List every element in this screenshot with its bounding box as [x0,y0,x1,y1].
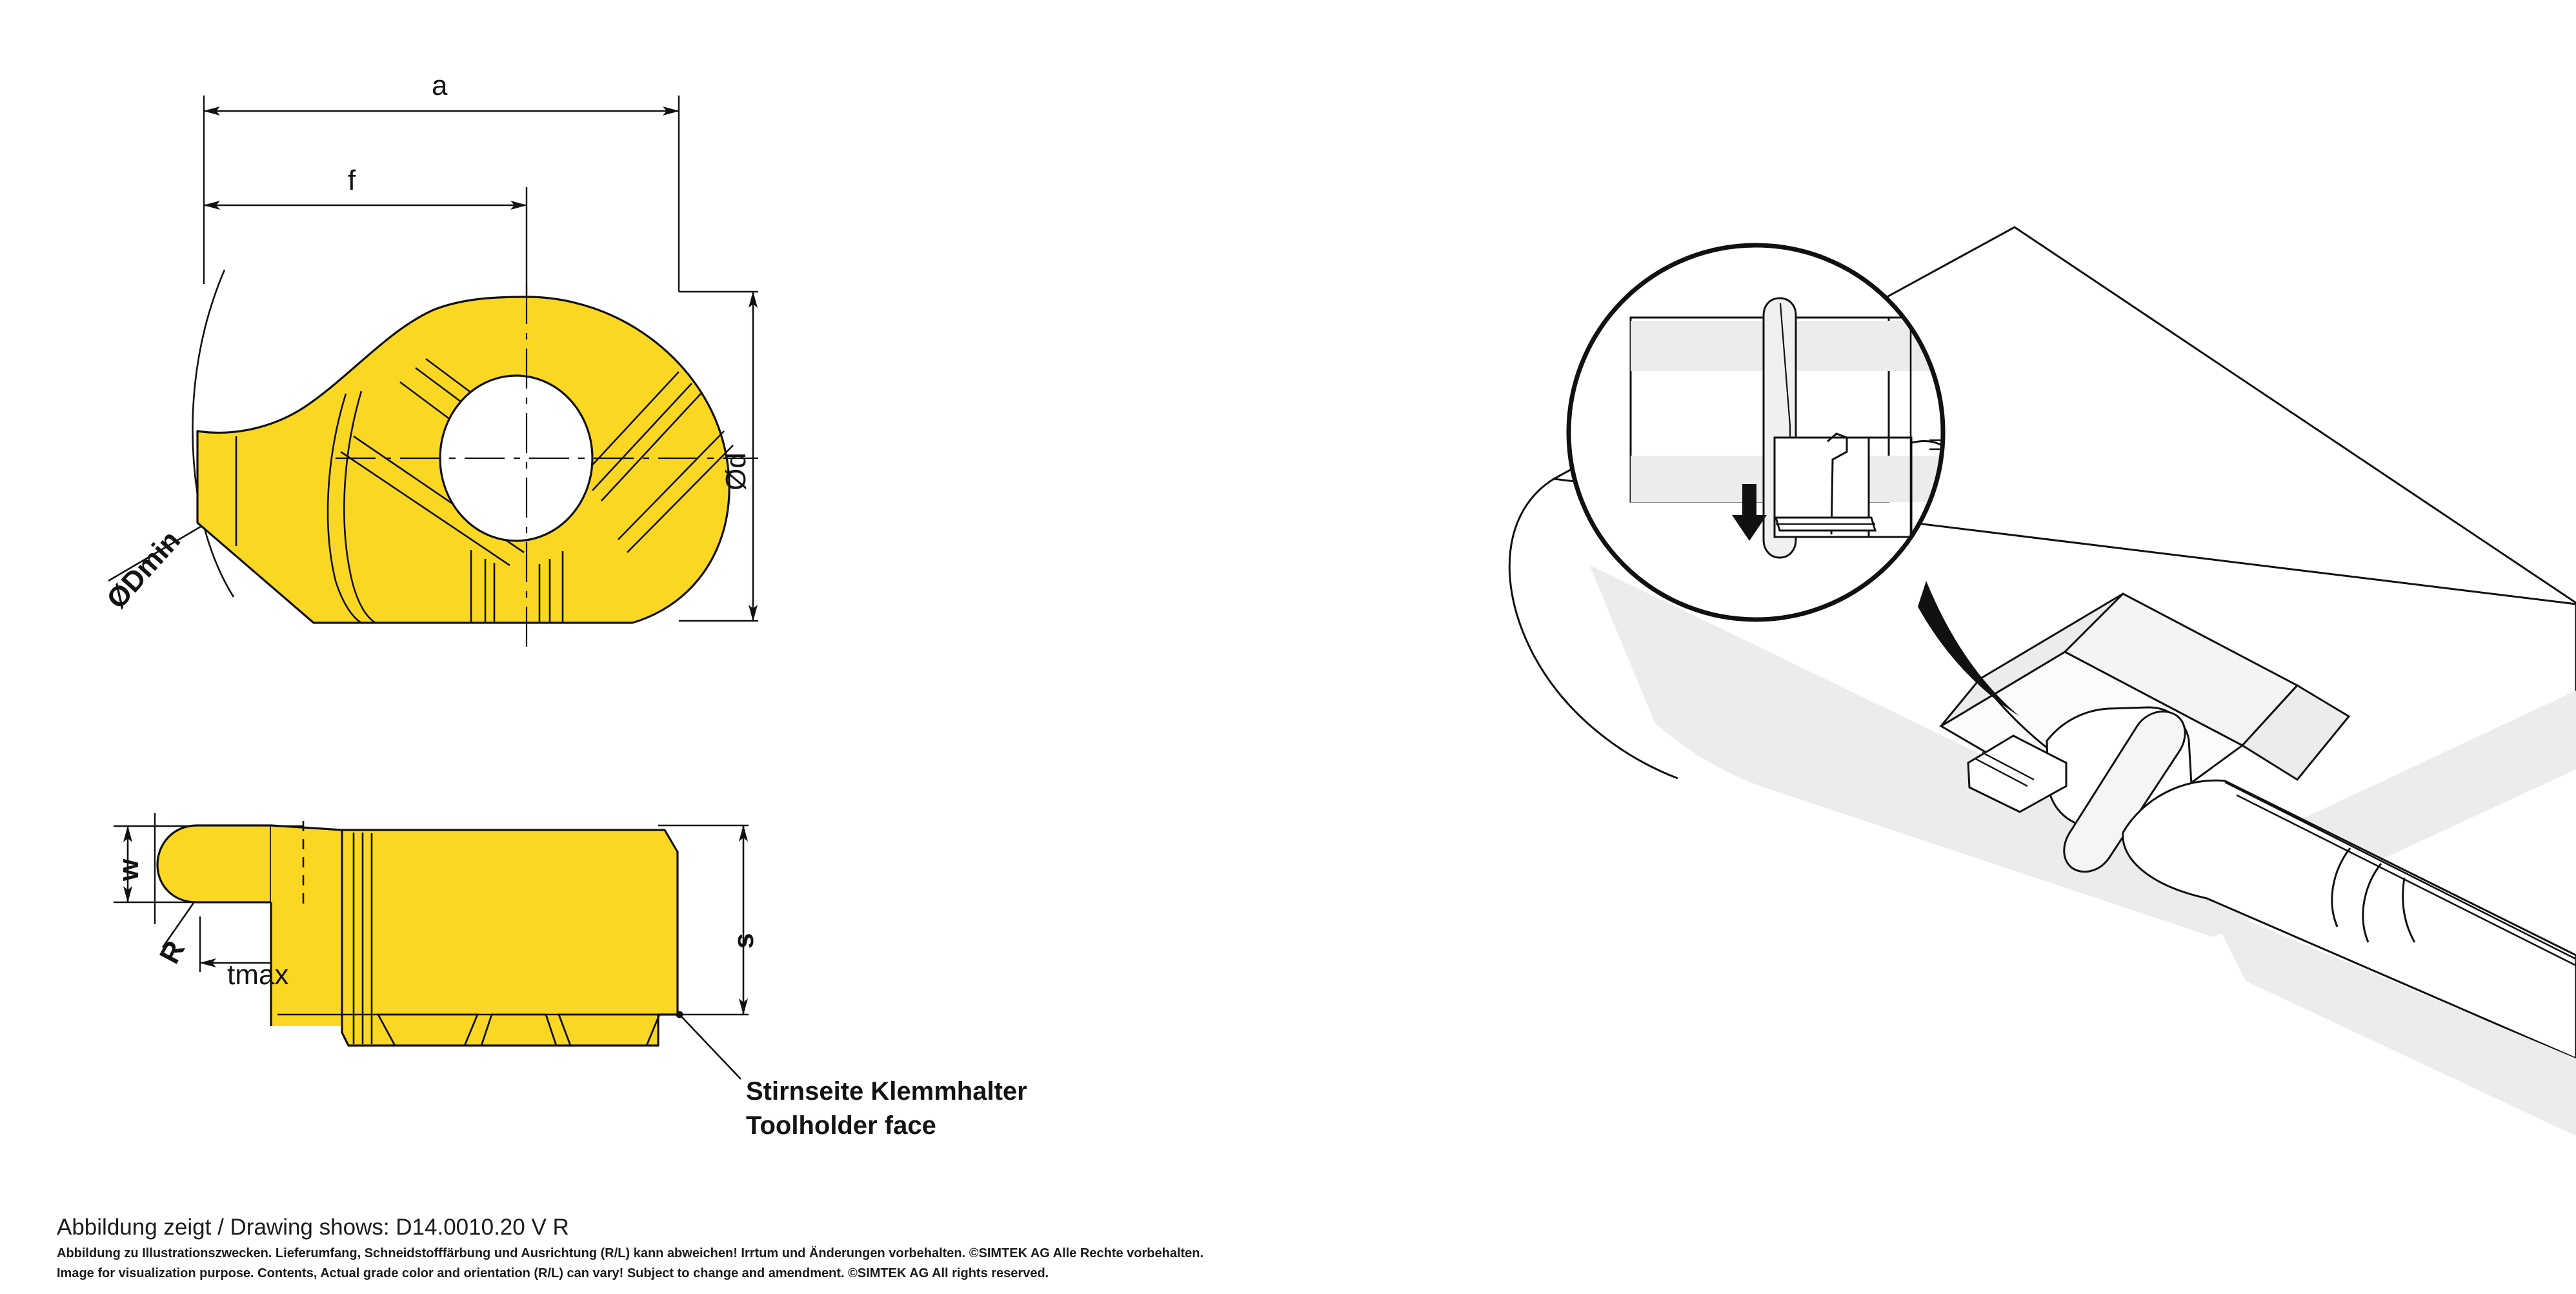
center-lines-top-view [336,284,758,652]
iso-shank-collar-3 [2402,877,2416,943]
insert-body-seam-lines [352,833,373,1044]
iso-bar-lower-shade [2207,904,2576,1136]
detail-hatch-lines [1929,439,1943,450]
insert-riser-top-edge [270,824,343,831]
side-view-group [114,813,749,1080]
iso-pocket-right-wall [2240,684,2351,781]
dimension-label-s: s [728,933,760,949]
footer-block: Abbildung zeigt / Drawing shows: D14.001… [57,1215,1735,1283]
legal-notice-en: Image for visualization purpose. Content… [57,1266,1049,1280]
leader-line-toolholder-face [676,1011,741,1080]
legal-notice-de: Abbildung zu Illustrationszwecken. Liefe… [57,1246,1204,1260]
insert-nose-side [156,824,272,904]
down-arrow-icon [1732,484,1767,541]
insert-riser-fill [271,825,342,1026]
iso-detail-connector-sliver [1918,581,2020,716]
iso-shank-collar-1 [2331,847,2351,927]
dimension-label-w: w [113,858,145,881]
drawing-caption: Abbildung zeigt / Drawing shows: D14.001… [57,1215,569,1240]
detail-circle-contents [1629,297,1943,577]
iso-cutting-insert [1967,734,2068,813]
iso-shank-cylinder [2122,779,2576,1060]
insert-body-side [341,829,679,1047]
iso-view-group [1508,226,2576,1136]
callout-line-en: Toolholder face [746,1111,936,1140]
dimension-label-d: Ød [720,452,752,490]
callout-toolholder-face: Stirnseite Klemmhalter Toolholder face [746,1075,1027,1143]
dimension-label-tmax: tmax [227,959,289,991]
iso-clamp-pin [2063,711,2186,873]
iso-shank-collar-2 [2362,863,2382,943]
iso-shank-seam-lines [2224,781,2576,967]
iso-bar-nose [1508,478,1678,780]
top-view-group [108,96,758,652]
detail-seat-step [1827,432,1848,535]
detail-circle-ring [1566,243,1946,622]
dimension-label-a: a [432,70,448,101]
grind-groove-lines-lower [470,550,564,623]
grind-groove-lines-upper-right [579,371,734,553]
dimension-label-f: f [348,165,356,196]
min-bore-reference-arc [192,269,235,598]
iso-insert-edge-lines [1975,751,2035,787]
insert-inner-edges-top [196,390,376,624]
callout-line-de: Stirnseite Klemmhalter [746,1077,1027,1106]
